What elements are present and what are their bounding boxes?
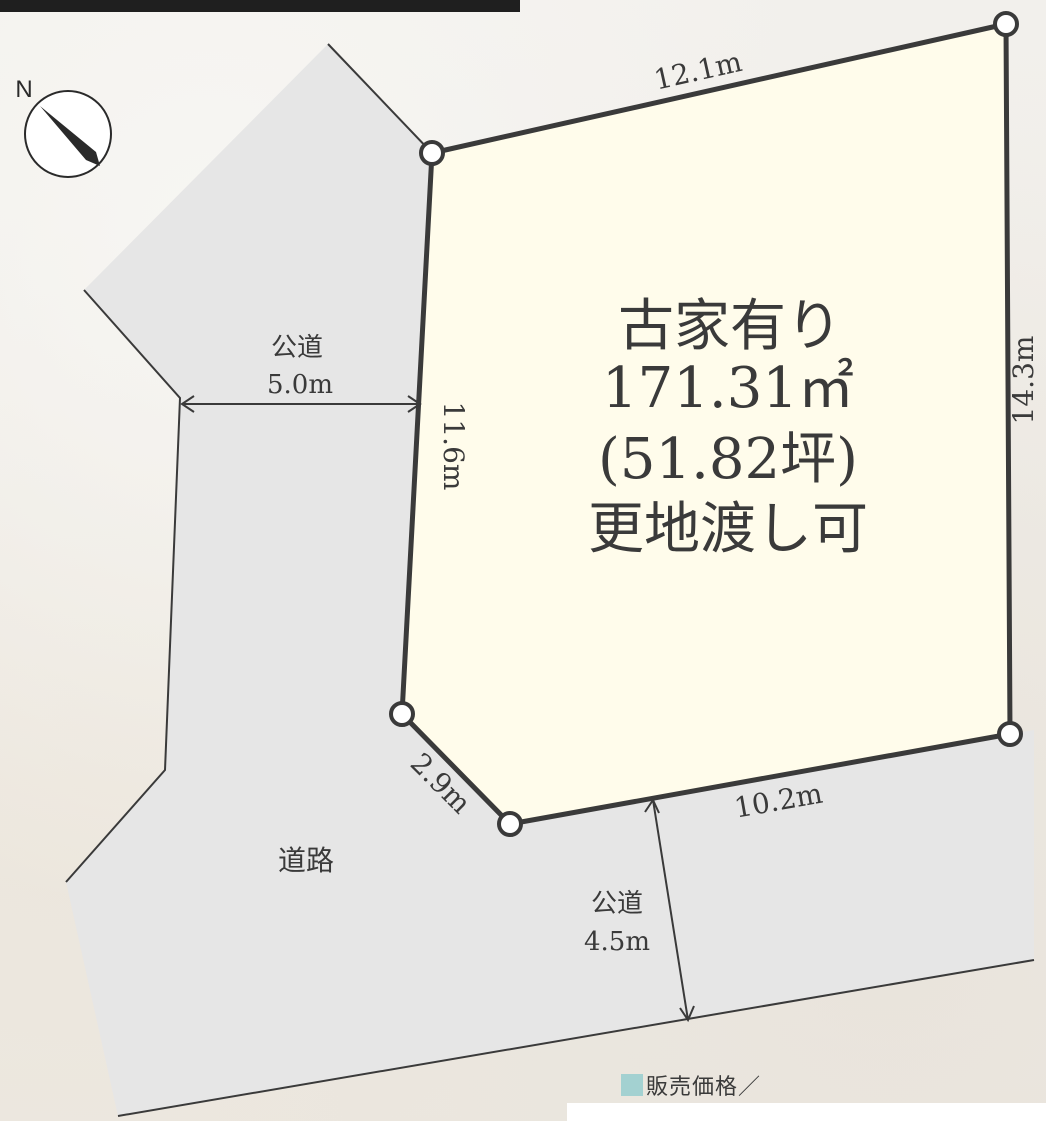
price-panel: [567, 1103, 1046, 1121]
lot-note-clear: 更地渡し可: [588, 497, 868, 562]
lot-corner-marker: [419, 140, 445, 166]
price-label-text: 販売価格／: [646, 1075, 762, 1100]
arrowhead-icon: [679, 1005, 695, 1023]
dimension-right: 14.3m: [1007, 336, 1040, 425]
north-arrow-icon: [40, 106, 100, 166]
header-bar: [0, 0, 520, 12]
road-area: [66, 44, 1034, 1116]
square-bullet-icon: [621, 1074, 643, 1096]
road-edge-north: [327, 43, 433, 154]
arrowhead-icon: [180, 395, 195, 413]
road-label-junction: 道路: [278, 844, 334, 877]
road-width-arrow-south: [652, 799, 689, 1021]
lot-corner-marker: [497, 811, 523, 837]
lot-boundary: [399, 21, 1013, 827]
compass: N: [15, 76, 112, 178]
lot-corner-marker: [997, 721, 1023, 747]
dimension-left: 11.6m: [437, 402, 470, 491]
lot-note-house: 古家有り: [618, 294, 842, 359]
lot-corner-marker: [389, 701, 415, 727]
road-edge-west: [65, 289, 182, 883]
arrowhead-icon: [407, 395, 422, 413]
lot-corner-marker: [993, 11, 1019, 37]
road-edge-south: [117, 959, 1035, 1117]
price-box: 販売価格／: [567, 1063, 1046, 1121]
lot-area-sqm: 171.31㎡: [602, 356, 854, 421]
arrowhead-icon: [644, 797, 660, 814]
road-label-south: 公道: [591, 889, 643, 919]
road-width-south: 4.5m: [584, 927, 650, 957]
lot-area-tsubo: (51.82坪): [598, 427, 858, 492]
road-width-west: 5.0m: [267, 370, 333, 400]
road-label-west: 公道: [271, 333, 323, 363]
compass-letter: N: [15, 76, 32, 103]
price-label: 販売価格／: [621, 1069, 761, 1101]
